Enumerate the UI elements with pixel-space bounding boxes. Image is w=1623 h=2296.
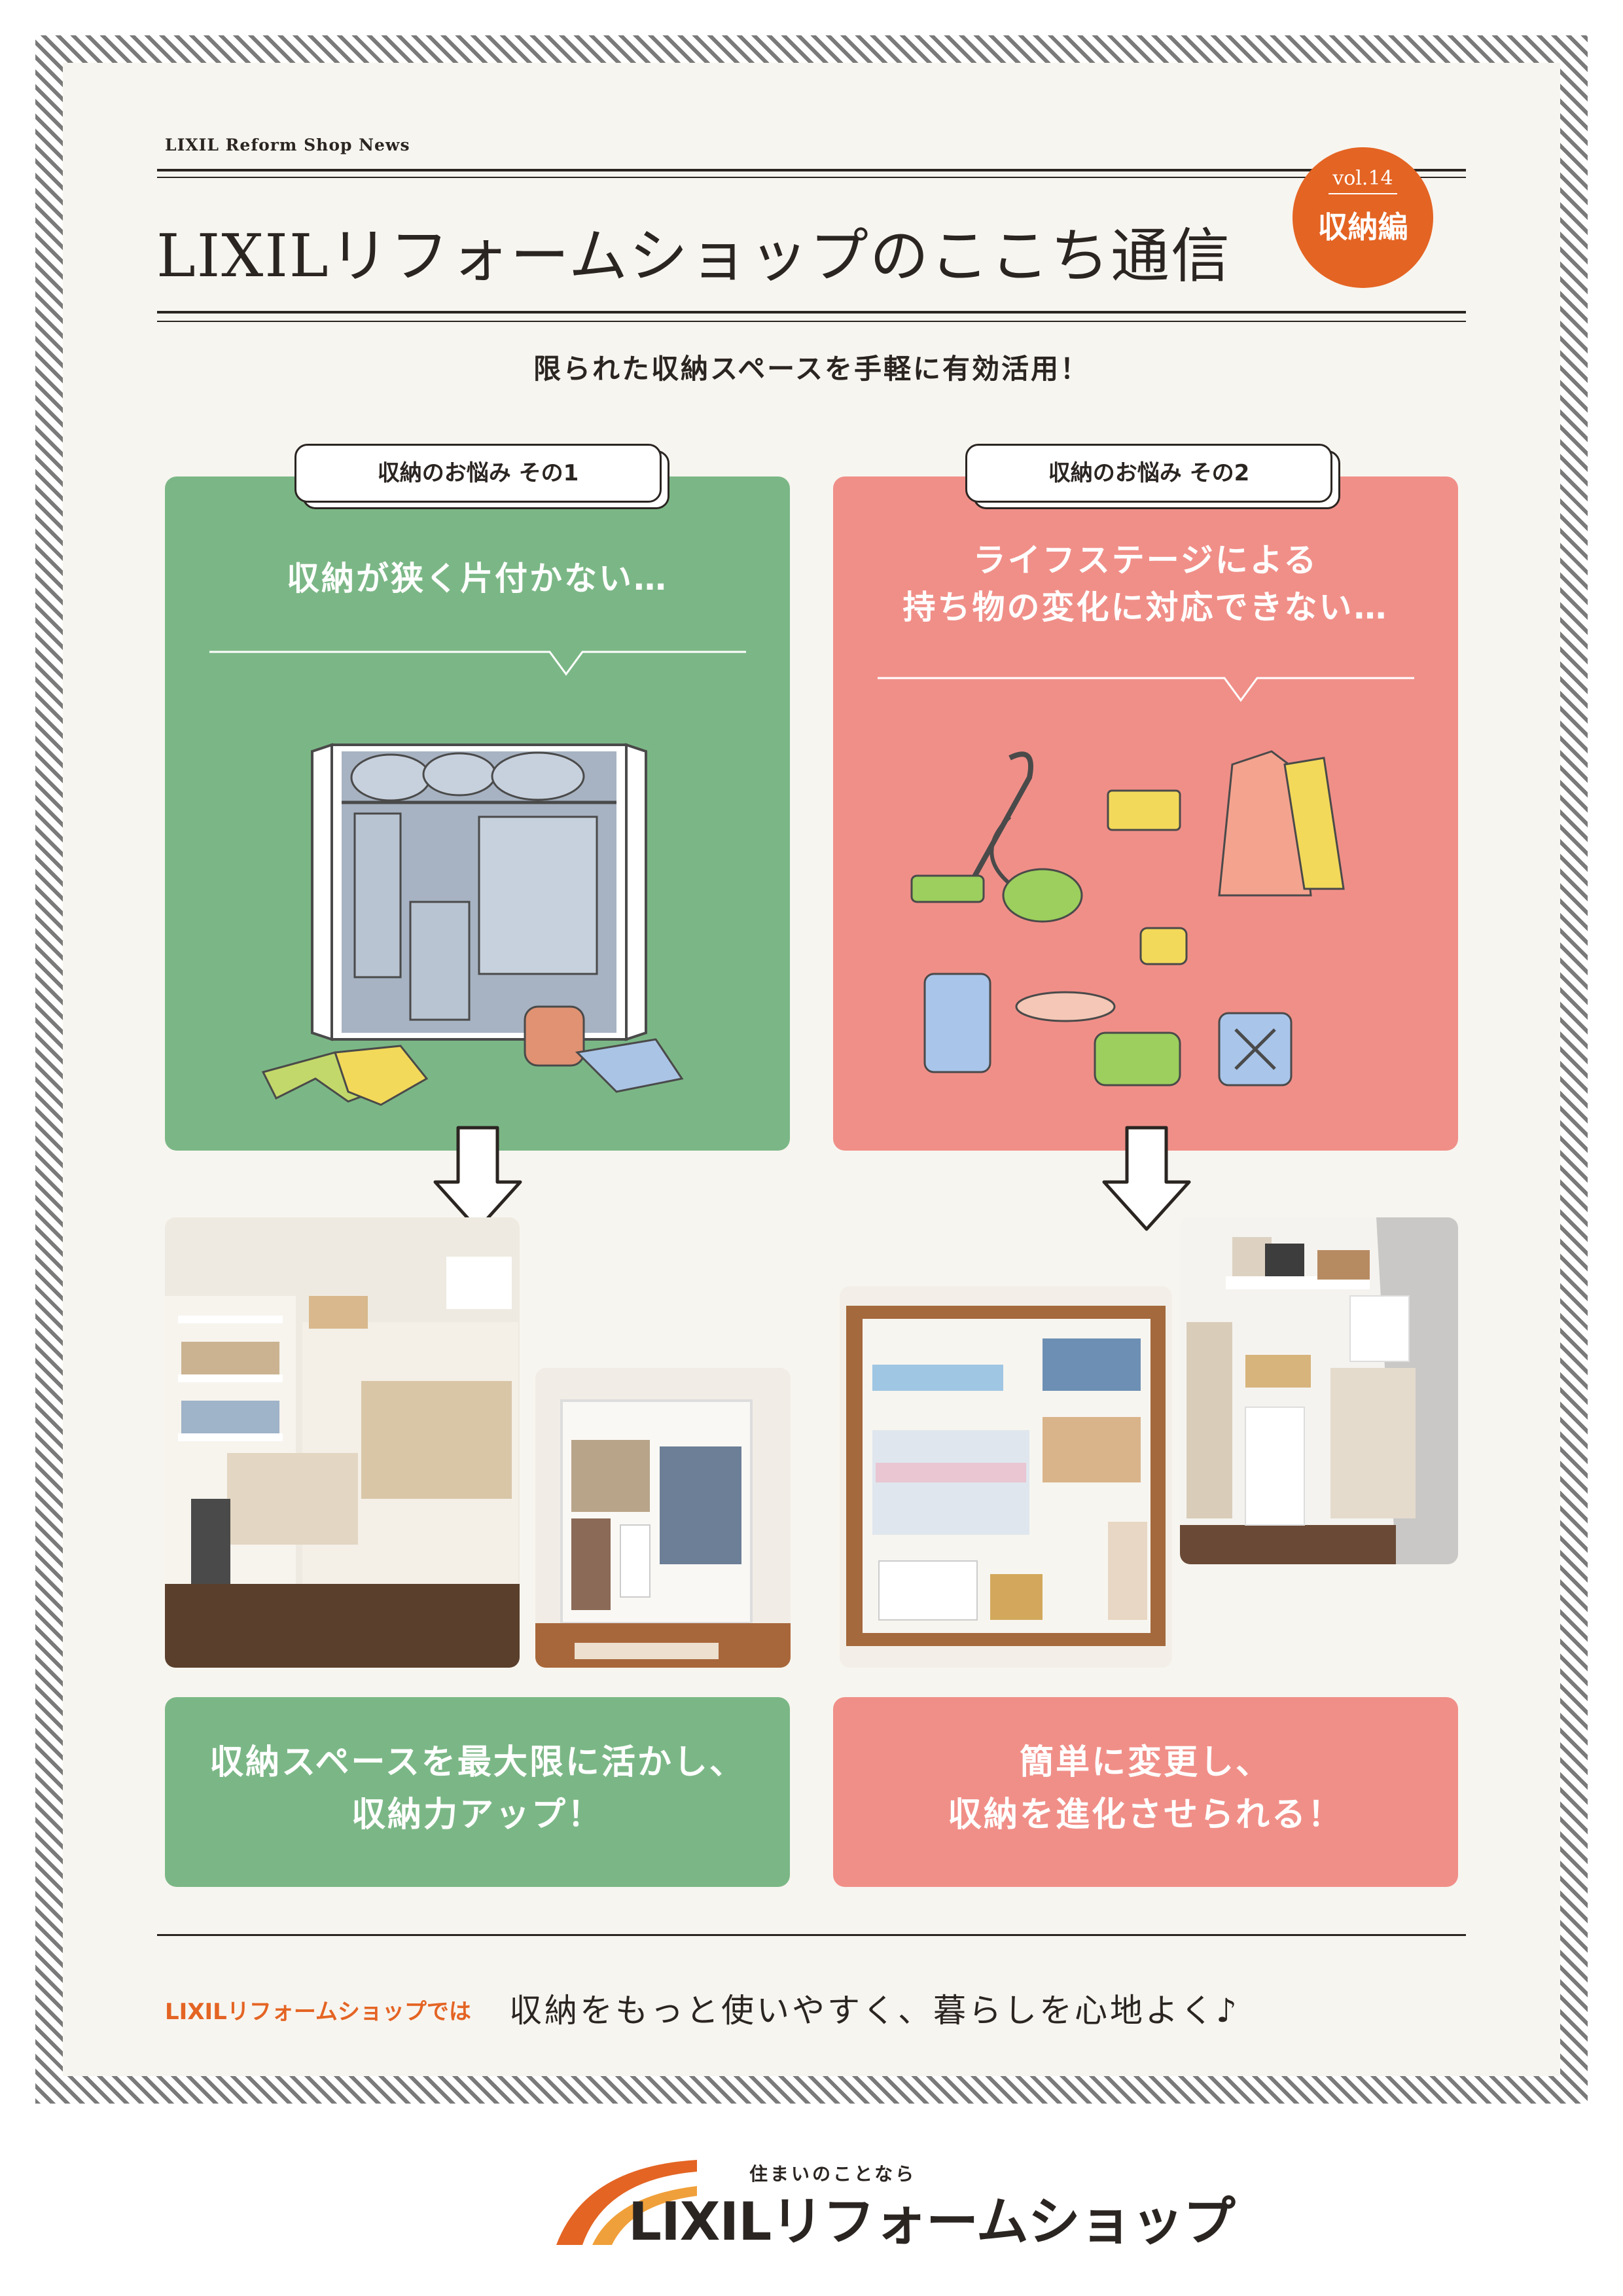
volume-number: vol.14 (1332, 167, 1393, 190)
closet-photo-small (535, 1368, 791, 1668)
header-rule-bottom-2 (157, 321, 1466, 322)
logo-tagline: 住まいのことなら (749, 2163, 917, 2185)
page-title: LIXILリフォームショップのここち通信 (156, 222, 1231, 291)
problem-1-tag: 収納のお悩み その1 (294, 444, 662, 503)
solution-2-line-1: 簡単に変更し、 (1019, 1743, 1272, 1782)
walk-in-closet-photo (165, 1217, 520, 1668)
speech-divider-2 (878, 677, 1414, 702)
footer-lead: LIXILリフォームショップでは (165, 1999, 471, 2025)
problem-2-headline-line-1: ライフステージによる (972, 541, 1319, 579)
reorganized-closet-photo (840, 1286, 1172, 1668)
problem-panel-1: 収納が狭く片付かない… (165, 476, 790, 1151)
logo-wordmark: LIXILリフォームショップ (628, 2191, 1236, 2252)
solution-1-line-2: 収納力アップ！ (351, 1795, 603, 1835)
footer-message: 収納をもっと使いやすく、暮らしを心地よく♪ (509, 1992, 1240, 2030)
volume-badge: vol.14 収納編 (1293, 147, 1433, 288)
speech-divider-1 (209, 651, 746, 676)
problem-2-tag: 収納のお悩み その2 (965, 444, 1332, 503)
solution-panel-2: 簡単に変更し、 収納を進化させられる！ (833, 1697, 1458, 1887)
header-rule-bottom-1 (157, 311, 1466, 314)
header-rule-top-1 (157, 169, 1466, 171)
logo-swoosh-icon (556, 2160, 697, 2245)
solution-2-line-2: 収納を進化させられる！ (947, 1795, 1344, 1835)
problem-panel-2: ライフステージによる 持ち物の変化に対応できない… (833, 476, 1458, 1151)
down-arrow-left (433, 1126, 522, 1231)
solution-1-line-1: 収納スペースを最大限に活かし、 (209, 1743, 745, 1782)
belongings-illustration (910, 750, 1345, 1086)
messy-closet-illustration (261, 743, 684, 1106)
badge-underline (1329, 193, 1397, 194)
volume-topic: 収納編 (1317, 209, 1408, 245)
footer-rule (157, 1934, 1466, 1936)
problem-2-headline-line-2: 持ち物の変化に対応できない… (902, 588, 1389, 626)
header-rule-top-2 (157, 177, 1466, 178)
newsletter-kicker: LIXIL Reform Shop News (165, 135, 410, 154)
down-arrow-right (1102, 1126, 1191, 1231)
flexible-closet-photo (1180, 1217, 1458, 1564)
problem-1-headline: 収納が狭く片付かない… (287, 560, 668, 598)
subtitle: 限られた収納スペースを手軽に有効活用！ (533, 353, 1090, 385)
solution-panel-1: 収納スペースを最大限に活かし、 収納力アップ！ (165, 1697, 790, 1887)
